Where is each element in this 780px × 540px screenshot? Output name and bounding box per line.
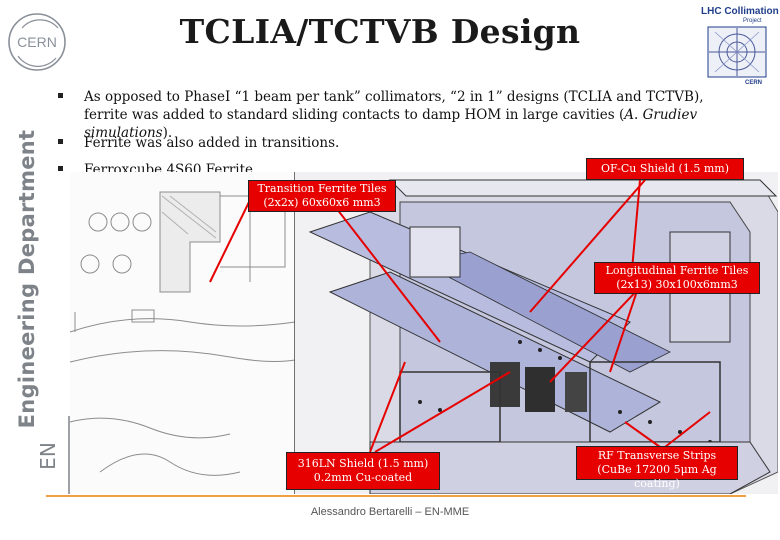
bullet-text: As opposed to PhaseI “1 beam per tank” c…: [84, 89, 704, 123]
cern-logo: CERN: [8, 13, 66, 71]
lhc-logo-line3: CERN: [745, 80, 763, 86]
callout-line: RF Transverse Strips: [597, 449, 717, 462]
lhc-logo-line1: LHC Collimation: [701, 6, 779, 17]
collimator-emblem-icon: [707, 26, 767, 78]
callout-transition-ferrite: Transition Ferrite Tiles (2x2x) 60x60x6 …: [248, 180, 396, 212]
callout-line: Longitudinal Ferrite Tiles: [605, 264, 749, 277]
callout-line: 0.2mm Cu-coated: [313, 471, 413, 484]
lhc-logo-line2: Project: [743, 18, 762, 24]
callout-line: 316LN Shield (1.5 mm): [297, 457, 429, 470]
department-label: Engineering Department: [15, 129, 39, 429]
bullet-square-icon: [58, 93, 63, 98]
slide-title: TCLIA/TCTVB Design: [179, 12, 581, 51]
callout-ofcu-shield: OF-Cu Shield (1.5 mm): [586, 158, 744, 180]
callout-line: (CuBe 17200 5μm Ag coating): [597, 463, 717, 490]
collimator-3d-model: [295, 172, 778, 494]
callout-leader-lines: [209, 179, 711, 453]
callout-316ln-shield: 316LN Shield (1.5 mm) 0.2mm Cu-coated: [286, 452, 440, 490]
bullet-tail: ).: [162, 125, 173, 141]
bullet-item: As opposed to PhaseI “1 beam per tank” c…: [58, 88, 748, 141]
collimator-cad-figure: [70, 172, 778, 494]
callout-rf-strips: RF Transverse Strips (CuBe 17200 5μm Ag …: [576, 446, 738, 490]
footer-author: Alessandro Bertarelli – EN-MME: [310, 506, 470, 518]
callout-longitudinal-ferrite: Longitudinal Ferrite Tiles (2x13) 30x100…: [594, 262, 760, 294]
bullet-square-icon: [58, 139, 63, 144]
callout-line: Transition Ferrite Tiles: [257, 182, 387, 195]
bullet-square-icon: [58, 166, 63, 171]
footer-rule: [46, 495, 746, 497]
department-short-label: EN: [36, 442, 60, 470]
bullet-emphasis: A. Grudiev simulations: [84, 107, 698, 141]
en-badge: [68, 416, 70, 494]
callout-line: (2x13) 30x100x6mm3: [616, 278, 738, 291]
callout-line: (2x2x) 60x60x6 mm3: [263, 196, 381, 209]
bullet-text: Ferrite was also added in transitions.: [84, 135, 340, 151]
lhc-collimation-logo: LHC Collimation Project CERN: [697, 2, 779, 90]
bullet-item: Ferrite was also added in transitions.: [58, 134, 748, 154]
cern-logo-text: CERN: [17, 34, 57, 50]
technical-drawing: [70, 172, 296, 494]
